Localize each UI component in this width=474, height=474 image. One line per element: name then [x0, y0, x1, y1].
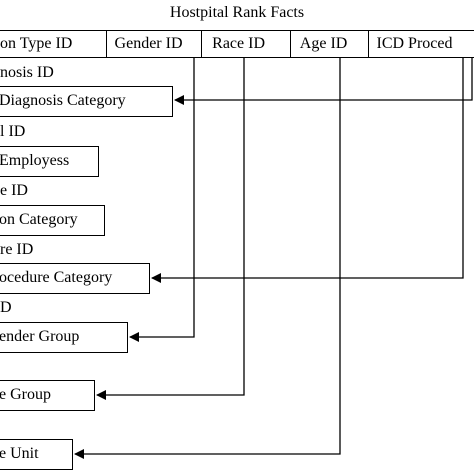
- procedure-id-label: re ID: [0, 241, 34, 258]
- diagram-title: Hostpital Rank Facts: [169, 4, 305, 21]
- fact-column-icd-procedure: ICD Proced: [376, 35, 453, 52]
- gender-id-label: D: [0, 299, 12, 316]
- employee-id-label: l ID: [0, 123, 26, 140]
- diagnosis-category-box: Diagnosis Category: [0, 86, 173, 117]
- arrow-age-to-age-group: [74, 58, 341, 459]
- type-category-box: on Category: [0, 205, 105, 236]
- type-id-label: e ID: [0, 182, 28, 199]
- diagnosis-id-label: nosis ID: [0, 64, 54, 81]
- fact-column-age-id: Age ID: [291, 31, 369, 57]
- arrow-icd-to-procedure-category: [151, 58, 464, 283]
- age-group-box: e Group: [0, 380, 95, 411]
- gender-group-box: ender Group: [0, 322, 128, 353]
- procedure-category-box: ocedure Category: [0, 263, 150, 294]
- arrow-gender-to-gender-group: [129, 58, 195, 342]
- fact-column-type-id: on Type ID: [0, 31, 107, 57]
- race-unit-box: e Unit: [0, 439, 73, 470]
- employees-box: Employess: [0, 146, 99, 177]
- fact-table-header-row: on Type ID Gender ID Race ID Age ID ICD …: [0, 30, 474, 58]
- fact-column-race-id: Race ID: [202, 31, 291, 57]
- fact-column-gender-id: Gender ID: [107, 31, 203, 57]
- arrow-icd-to-diagnosis-category: [174, 58, 473, 105]
- arrow-race-to-race-unit: [96, 58, 245, 400]
